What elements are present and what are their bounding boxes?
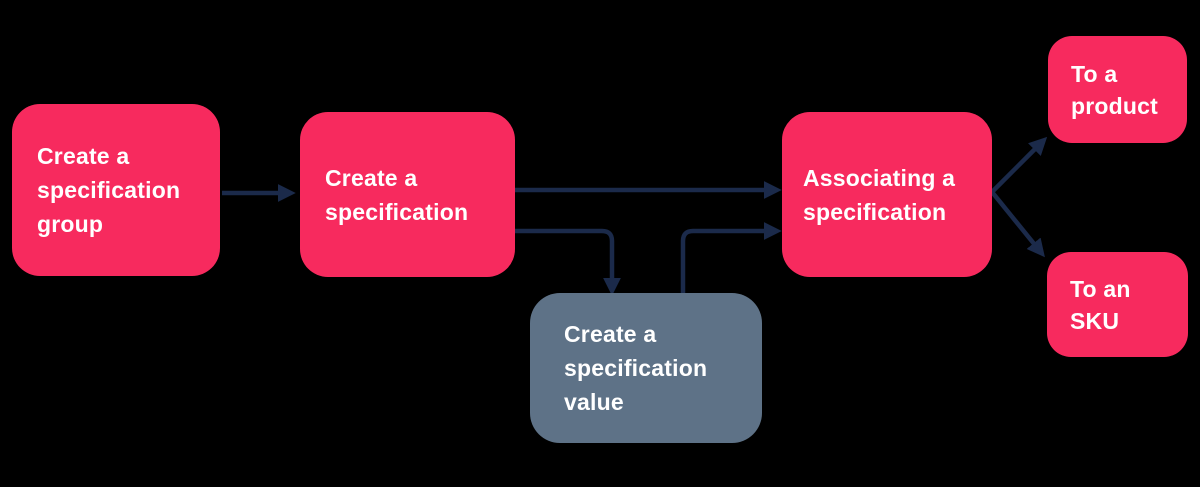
node-label: Associating a specification bbox=[803, 164, 956, 225]
node-label: Create a specification group bbox=[37, 143, 181, 237]
node-label: To a product bbox=[1071, 60, 1158, 119]
node-label: Create a specification value bbox=[564, 321, 708, 415]
arrow-create-spec-value-to-associating-spec bbox=[680, 222, 782, 293]
node-create-specification-value: Create a specification value bbox=[530, 293, 762, 443]
node-label: To an SKU bbox=[1070, 275, 1131, 334]
arrow-associating-spec-to-sku bbox=[990, 190, 1045, 258]
node-create-specification-group: Create a specification group bbox=[12, 104, 220, 276]
node-to-a-product: To a product bbox=[1048, 36, 1187, 143]
node-create-specification: Create a specification bbox=[300, 112, 515, 277]
node-associating-specification: Associating a specification bbox=[782, 112, 992, 277]
arrow-create-spec-to-create-spec-value bbox=[515, 228, 621, 296]
arrow-associating-spec-to-product bbox=[990, 136, 1048, 194]
node-to-an-sku: To an SKU bbox=[1047, 252, 1188, 357]
node-label: Create a specification bbox=[325, 164, 469, 225]
